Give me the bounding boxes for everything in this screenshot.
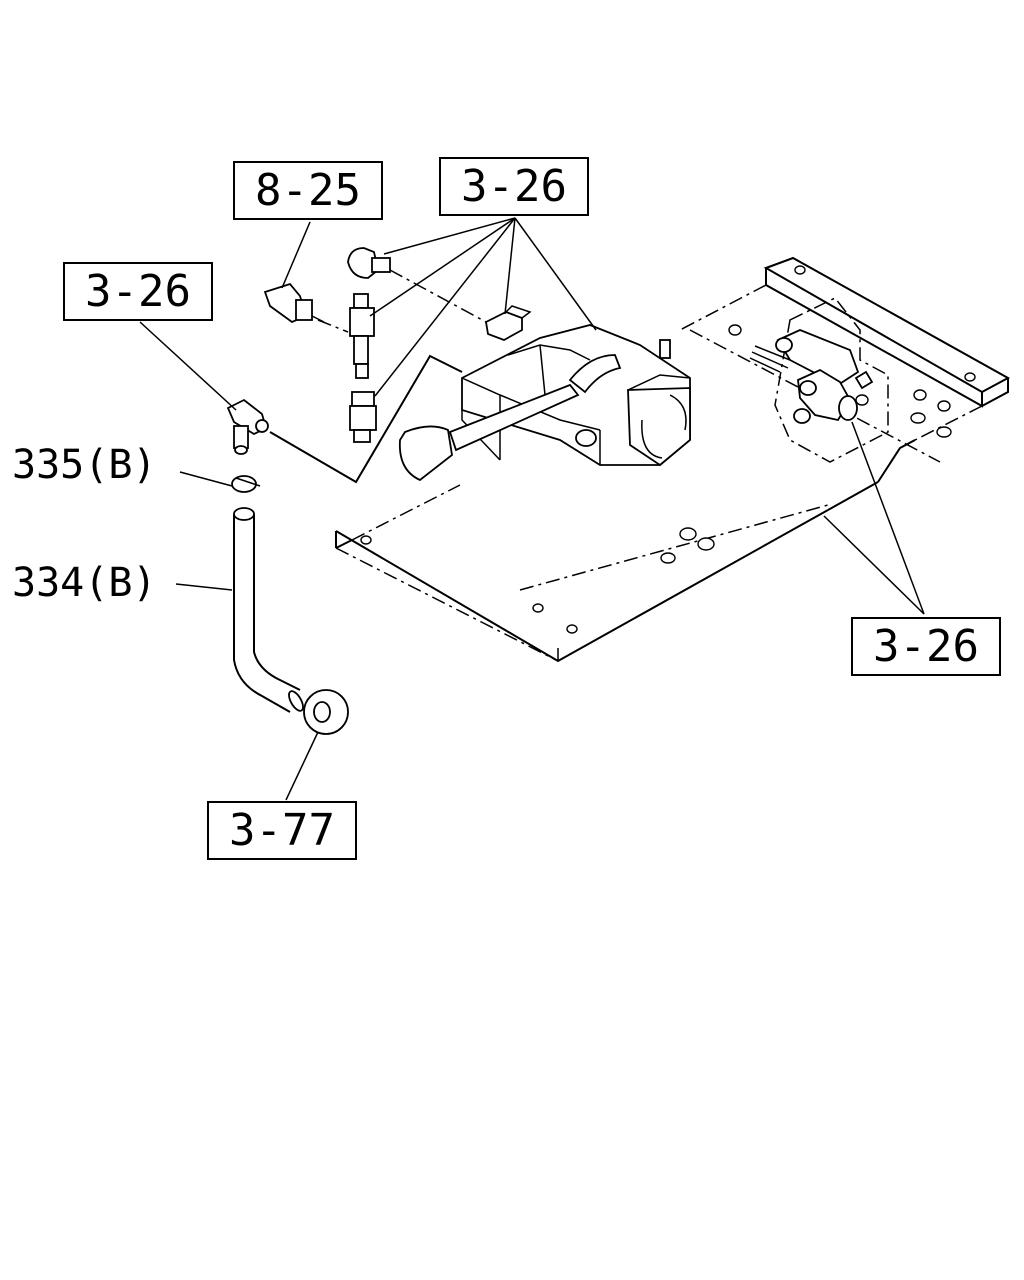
ref-box-8-25: 8-25: [233, 161, 383, 220]
ref-box-3-26-top-center: 3-26: [439, 157, 589, 216]
part-label-hose: 334(B): [12, 560, 157, 606]
part-label-clamp: 335(B): [12, 442, 157, 488]
right-tee-fittings: [749, 329, 874, 424]
ref-label-3-26-right: 3-26: [873, 621, 979, 672]
ref-label-8-25: 8-25: [255, 165, 361, 216]
ref-label-3-26-top-left: 3-26: [85, 266, 191, 317]
ref-box-3-26-right: 3-26: [851, 617, 1001, 676]
hose-assembly: [231, 475, 349, 735]
fitting-column: [226, 247, 487, 484]
base-plate: [335, 256, 1011, 663]
ref-label-3-26-top-center: 3-26: [461, 161, 567, 212]
ref-box-3-77: 3-77: [207, 801, 357, 860]
leader-lines: [139, 217, 925, 801]
control-valve: [398, 305, 691, 482]
ref-box-3-26-top-left: 3-26: [63, 262, 213, 321]
ref-label-3-77: 3-77: [229, 805, 335, 856]
